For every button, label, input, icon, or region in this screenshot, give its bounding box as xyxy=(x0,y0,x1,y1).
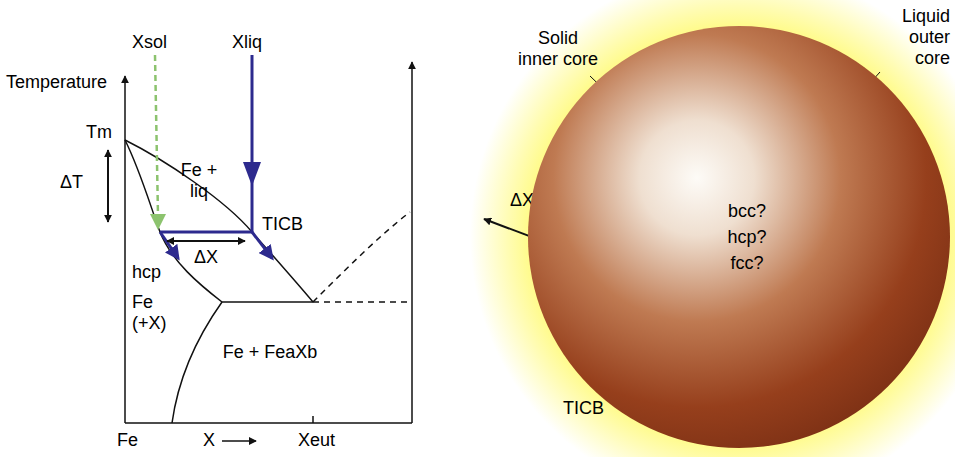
temperature-label: Tm xyxy=(86,122,116,143)
crystal-structure-label: bcc? hcp? fcc? xyxy=(721,198,773,276)
temperature-label: TICB xyxy=(563,398,613,419)
liquidus-path xyxy=(252,232,272,258)
eutectic-tick xyxy=(312,416,314,423)
composition-arrow xyxy=(222,440,256,442)
temperature-axis xyxy=(124,76,126,423)
axis-label: Fe xyxy=(117,430,147,451)
solid-cooling-path xyxy=(155,55,158,216)
liquidus-extension xyxy=(313,212,410,302)
phase-label: Fe + liq xyxy=(176,160,222,202)
delta-x-arrow xyxy=(167,240,245,242)
phase-label: hcp xyxy=(132,262,172,283)
solidus-curve xyxy=(125,140,222,302)
outer-core-glow xyxy=(470,0,955,457)
delta-t-arrow xyxy=(107,150,109,222)
eutectic-line xyxy=(222,301,313,303)
composition-label: Xsol xyxy=(132,32,182,53)
liquid-cooling-path xyxy=(251,55,254,232)
inner-core-sphere: bcc? hcp? fcc? xyxy=(527,25,951,449)
eutectic-extension xyxy=(313,301,412,303)
composition-axis xyxy=(125,422,412,424)
delta-label: ΔT xyxy=(60,172,96,193)
right-axis xyxy=(411,62,413,423)
solidus-path xyxy=(160,232,178,258)
solvus-curve xyxy=(172,302,222,423)
region-label: Solid inner core xyxy=(516,28,600,70)
delta-label: ΔX xyxy=(186,247,226,268)
temperature-label: TICB xyxy=(262,214,322,235)
region-label: Liquid outer core xyxy=(872,6,950,69)
phase-label: Fe (+X) xyxy=(132,292,182,334)
arrowhead xyxy=(150,214,166,230)
tie-line xyxy=(160,231,252,234)
composition-label: Xliq xyxy=(232,32,282,53)
arrowhead xyxy=(243,162,261,186)
composition-label: Xeut xyxy=(298,430,348,451)
axis-label: X xyxy=(203,430,223,451)
axis-label: Temperature xyxy=(6,72,118,93)
phase-label: Fe + FeaXb xyxy=(200,342,340,363)
